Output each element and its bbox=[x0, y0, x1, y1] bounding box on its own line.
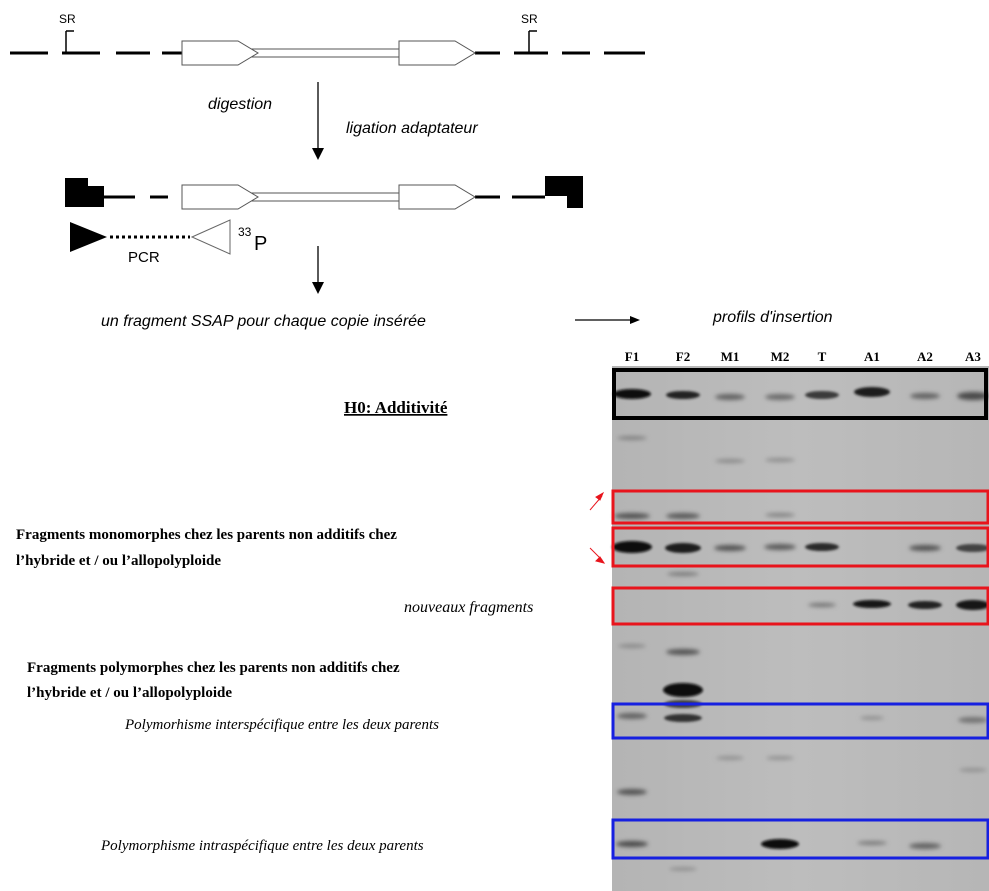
gel-band bbox=[805, 391, 839, 399]
gel-band bbox=[761, 839, 799, 849]
gel-band bbox=[714, 545, 746, 551]
gel-band bbox=[663, 683, 703, 697]
sr-label-right: SR bbox=[521, 12, 538, 26]
gel-band bbox=[613, 389, 651, 399]
pcr-label: PCR bbox=[128, 249, 160, 266]
gel-band bbox=[957, 392, 989, 400]
monomorphic-text-line2: l’hybride et / ou l’allopolyploide bbox=[16, 553, 221, 569]
lane-header-a2: A2 bbox=[917, 349, 933, 364]
gel-band bbox=[910, 393, 940, 399]
process-arrow-2 bbox=[312, 246, 324, 294]
gel-band bbox=[765, 394, 795, 400]
monomorphic-text-line1: Fragments monomorphes chez les parents n… bbox=[16, 527, 397, 543]
lane-header-t: T bbox=[818, 349, 827, 364]
gel-band bbox=[715, 394, 745, 400]
lane-header-m2: M2 bbox=[771, 349, 790, 364]
gel-band bbox=[665, 543, 701, 553]
sr-site-right: SR bbox=[521, 12, 538, 53]
isotope-symbol: P bbox=[254, 233, 267, 255]
gel-band bbox=[808, 603, 836, 607]
gel-band bbox=[612, 541, 652, 553]
gel-band bbox=[805, 543, 839, 551]
gel-band bbox=[765, 513, 795, 517]
h0-title: H0: Additivité bbox=[344, 398, 448, 417]
gel-band bbox=[617, 789, 647, 795]
gel-band bbox=[857, 841, 887, 845]
sr-site-left: SR bbox=[59, 12, 76, 53]
lane-header-a3: A3 bbox=[965, 349, 981, 364]
adapter-right bbox=[545, 176, 583, 208]
gel-band bbox=[764, 544, 796, 550]
gel-band bbox=[854, 387, 890, 397]
adapter-ligated-fragment bbox=[65, 176, 583, 210]
ssap-schema: SR SR digestion ligation adaptateur bbox=[10, 12, 833, 330]
to-profiles-arrow bbox=[575, 316, 640, 324]
h0-box bbox=[612, 368, 988, 420]
gel-band bbox=[715, 459, 745, 463]
gel-band bbox=[618, 644, 646, 648]
gel-band bbox=[666, 649, 700, 655]
monomorphic-box-lower bbox=[611, 526, 989, 568]
gel-band bbox=[853, 600, 891, 608]
gel-band bbox=[766, 756, 794, 760]
primer-labelled-icon bbox=[190, 219, 231, 255]
primer-adapter-icon bbox=[70, 222, 107, 252]
gel-band bbox=[669, 867, 697, 871]
result-text: un fragment SSAP pour chaque copie insér… bbox=[101, 313, 426, 330]
gel-band bbox=[956, 600, 989, 610]
pcr-primers: PCR 33 P bbox=[70, 219, 267, 266]
intraspecific-label: Polymorphisme intraspécifique entre les … bbox=[100, 838, 424, 854]
adapter-left bbox=[65, 178, 104, 207]
lane-header-a1: A1 bbox=[864, 349, 880, 364]
gel-band bbox=[765, 458, 795, 462]
gel-bands bbox=[612, 387, 989, 871]
gel-band bbox=[666, 513, 700, 519]
gel-band bbox=[860, 716, 884, 720]
transposon-element-ligated bbox=[181, 184, 476, 210]
gel-band bbox=[908, 601, 942, 609]
gel-band bbox=[664, 714, 702, 722]
process-arrow-1 bbox=[312, 82, 324, 160]
sr-label-left: SR bbox=[59, 12, 76, 26]
gel-band bbox=[909, 545, 941, 551]
lane-header-f2: F2 bbox=[676, 349, 690, 364]
profiles-label: profils d'insertion bbox=[712, 309, 833, 326]
interspecific-label: Polymorhisme interspécifique entre les d… bbox=[124, 717, 439, 733]
gel-band bbox=[617, 713, 647, 719]
gel-band bbox=[614, 513, 650, 519]
transposon-element bbox=[181, 40, 476, 66]
ssap-gel: F1 F2 M1 M2 T A1 A2 A3 bbox=[611, 349, 989, 891]
gel-band bbox=[956, 544, 989, 552]
lane-headers: F1 F2 M1 M2 T A1 A2 A3 bbox=[625, 349, 982, 364]
polymorphic-text-line1: Fragments polymorphes chez les parents n… bbox=[27, 660, 400, 676]
gel-band bbox=[617, 436, 647, 440]
interspecific-box bbox=[611, 702, 989, 740]
gel-band bbox=[958, 717, 988, 723]
monomorphic-pointer-arrows bbox=[589, 491, 606, 564]
gel-band bbox=[616, 841, 648, 847]
step-digestion: digestion bbox=[208, 96, 272, 113]
lane-header-m1: M1 bbox=[721, 349, 740, 364]
gel-band bbox=[667, 572, 699, 576]
gel-band bbox=[666, 391, 700, 399]
new-fragments-box bbox=[611, 586, 989, 626]
gel-background bbox=[612, 366, 989, 891]
polymorphic-text-line2: l’hybride et / ou l’allopolyploide bbox=[27, 685, 232, 701]
intraspecific-box bbox=[611, 818, 989, 860]
gel-annotations: H0: Additivité Fragments monomorphes che… bbox=[16, 398, 606, 854]
gel-band bbox=[959, 768, 987, 772]
isotope-mass: 33 bbox=[238, 225, 252, 239]
gel-band bbox=[909, 843, 941, 849]
step-ligation: ligation adaptateur bbox=[346, 120, 478, 137]
monomorphic-box-upper bbox=[611, 489, 989, 525]
gel-band bbox=[716, 756, 744, 760]
lane-header-f1: F1 bbox=[625, 349, 639, 364]
new-fragments-label: nouveaux fragments bbox=[404, 599, 533, 616]
